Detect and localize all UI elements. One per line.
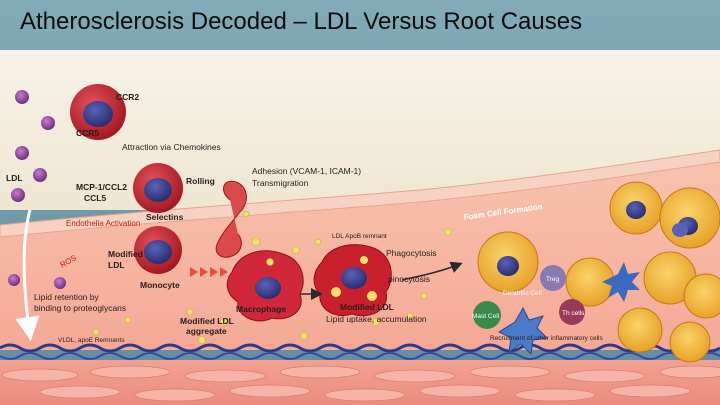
lipid-droplets [92, 210, 452, 344]
dendritic-cell [497, 306, 549, 356]
label-ldl: LDL [6, 173, 23, 183]
label-attraction: Attraction via Chemokines [122, 142, 221, 152]
label-modified-ldl-aggregate: Modified LDL [180, 316, 234, 326]
label-modified-ldl-cell: Modified LDL [340, 302, 394, 312]
label-monocyte: Monocyte [140, 280, 180, 290]
label-macrophage: Macrophage [236, 304, 286, 314]
label-dendritic: Dendritic Cell [503, 290, 542, 297]
transmigrating-cell [215, 180, 247, 258]
label-ccr5: CCR5 [76, 128, 99, 138]
label-proteoglycans: binding to proteoglycans [34, 303, 126, 313]
label-phagocytosis: Phagocytosis [386, 248, 437, 258]
label-vldl: VLDL, apoE Remnants [58, 337, 125, 344]
rolling-monocyte [133, 163, 183, 213]
label-adhesion: Adhesion (VCAM-1, ICAM-1) [252, 166, 361, 176]
label-aggregate: aggregate [186, 326, 227, 336]
label-endothelia-activation: Endothelia Activation [66, 219, 140, 228]
label-mast-cell: Mast Cell [472, 313, 500, 320]
label-pinocytosis: pinocytosis [388, 274, 430, 284]
blue-immune-cell [602, 262, 640, 302]
label-rolling: Rolling [186, 176, 215, 186]
atherosclerosis-figure: CCR2 CCR5 Attraction via Chemokines LDL … [0, 50, 720, 405]
label-treg: Treg [546, 276, 560, 283]
label-mcp1: MCP-1/CCL2 [76, 182, 127, 192]
treg-cell [540, 265, 566, 291]
macrophage-cell [226, 250, 304, 322]
label-lipid-retention: Lipid retention by [34, 292, 99, 302]
foam-cell-cluster [477, 181, 720, 363]
mast-cell [473, 301, 501, 329]
label-ccr2: CCR2 [116, 92, 139, 102]
smooth-muscle-cells [1, 365, 720, 402]
label-recruitment: Recruitment of other inflammatory cells [490, 335, 603, 342]
label-selectins: Selectins [146, 212, 184, 222]
label-modified: Modified [108, 249, 143, 259]
label-transmigration: Transmigration [252, 178, 309, 188]
endothelium [0, 149, 720, 238]
label-lipid-uptake: Lipid uptake, accumulation [326, 314, 427, 324]
migration-arrows [190, 267, 228, 277]
lipid-laden-macrophage [313, 244, 392, 317]
slide-title: Atherosclerosis Decoded – LDL Versus Roo… [20, 8, 583, 35]
intima-monocyte [134, 226, 182, 274]
label-modified-ldl: LDL [108, 260, 125, 270]
elastic-lamina [0, 343, 720, 353]
circulating-monocyte [70, 84, 126, 140]
label-ccl5: CCL5 [84, 193, 106, 203]
ldl-particles [8, 90, 66, 289]
label-th-cells: Th cells [562, 310, 585, 317]
foam-arrow [401, 261, 463, 281]
lipid-retention-arrow [15, 209, 40, 341]
th-cell [559, 299, 585, 325]
label-ldl-apob: LDL ApoB remnant [332, 233, 387, 240]
